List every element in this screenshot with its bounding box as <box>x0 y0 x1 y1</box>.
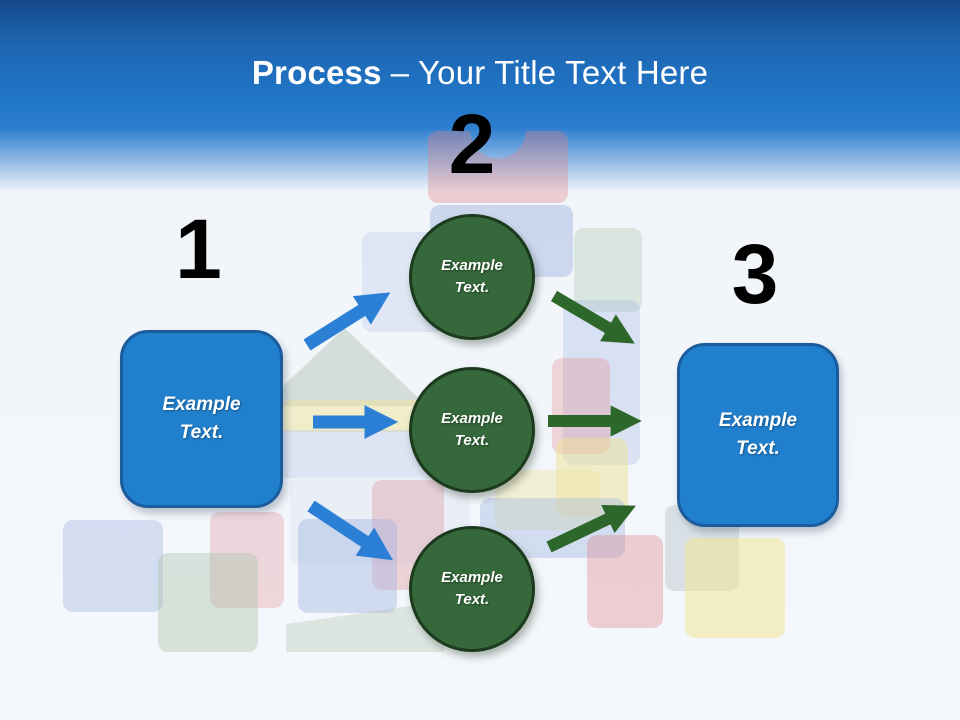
circle-bottom-label: Example Text. <box>441 568 503 609</box>
toy-block <box>685 538 785 638</box>
toy-block <box>495 470 600 530</box>
toy-block <box>574 228 642 312</box>
step3-box-label: Example Text. <box>718 410 798 459</box>
step3-box[interactable]: Example Text. <box>677 343 839 527</box>
green-arrow-down[interactable] <box>550 290 635 344</box>
title-keyword: Process <box>251 54 382 91</box>
process-circle-top[interactable]: Example Text. <box>409 214 535 340</box>
toy-block <box>210 512 284 608</box>
toy-block-arch <box>428 131 568 203</box>
green-arrow-up[interactable] <box>546 504 637 553</box>
blue-arrow-down[interactable] <box>307 500 394 561</box>
step-number-2[interactable]: 2 <box>448 97 496 191</box>
circle-middle-label: Example Text. <box>441 409 503 450</box>
process-circle-middle[interactable]: Example Text. <box>409 367 535 493</box>
step1-box[interactable]: Example Text. <box>120 330 283 508</box>
circle-top-label: Example Text. <box>441 256 503 297</box>
blue-arrow-up[interactable] <box>303 292 391 351</box>
process-circle-bottom[interactable]: Example Text. <box>409 526 535 652</box>
slide-title[interactable]: Process– Your Title Text Here <box>0 54 960 92</box>
step-number-3[interactable]: 3 <box>731 227 779 321</box>
toy-block <box>556 438 628 516</box>
step1-box-label: Example Text. <box>162 394 241 443</box>
step-number-1[interactable]: 1 <box>175 202 222 296</box>
toy-block <box>158 553 258 652</box>
toy-block <box>587 535 663 628</box>
toy-block <box>63 520 163 612</box>
title-text: – Your Title Text Here <box>390 54 709 91</box>
header-gradient <box>0 0 960 200</box>
